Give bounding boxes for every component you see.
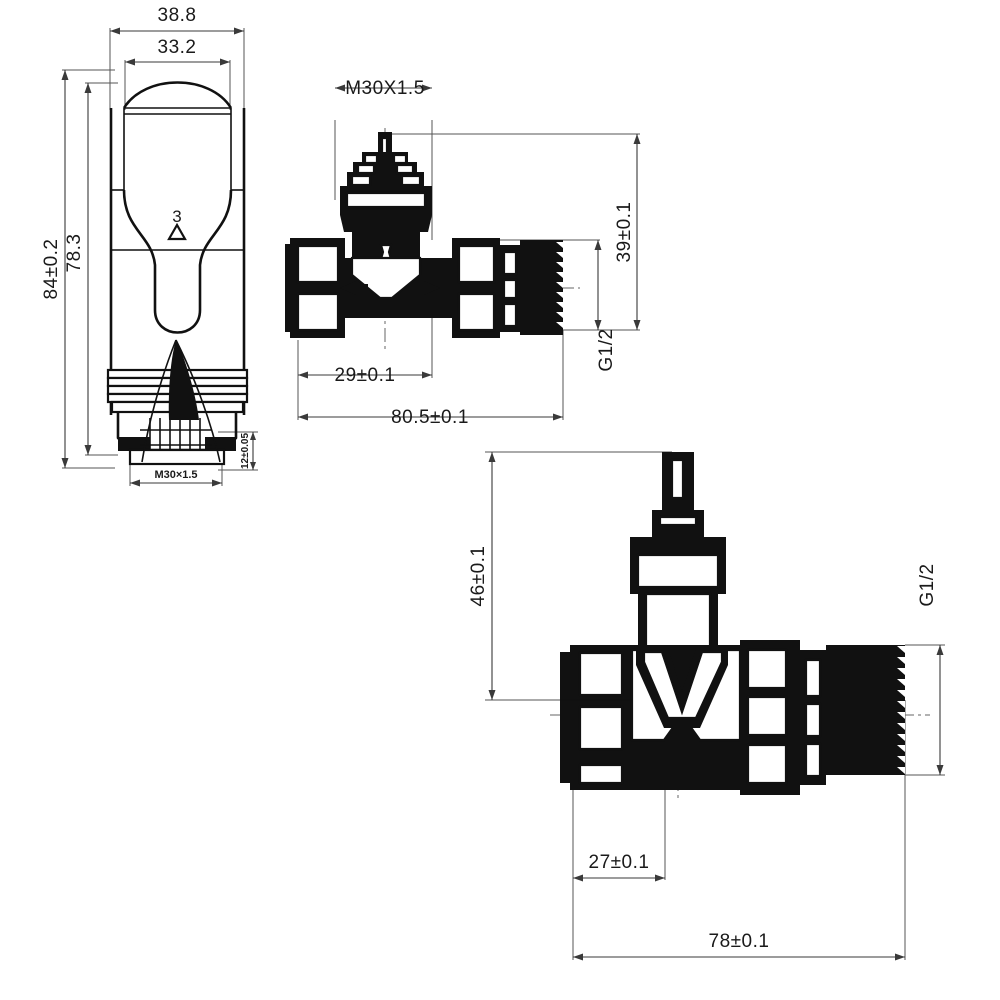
dimension-27: 27±0.1 xyxy=(573,852,665,882)
head-extension-lines xyxy=(62,28,258,486)
dimension-label-84: 84±0.2 xyxy=(41,239,62,300)
dimension-label-33-2: 33.2 xyxy=(158,37,197,58)
dimension-80-5: 80.5±0.1 xyxy=(298,407,563,428)
dimension-label-46: 46±0.1 xyxy=(468,546,489,607)
dimension-label-g12-valve: G1/2 xyxy=(596,328,617,371)
angled-valve-geometry xyxy=(560,452,905,795)
view-thermostatic-head: 38.8 33.2 84±0.2 78.3 M30×1. xyxy=(41,5,258,487)
dimension-84: 84±0.2 xyxy=(41,70,69,468)
dimension-label-27: 27±0.1 xyxy=(589,852,650,873)
dimension-g12-valve: G1/2 xyxy=(594,240,617,372)
dimension-label-39: 39±0.1 xyxy=(614,202,635,263)
dimension-label-38-8: 38.8 xyxy=(158,5,197,26)
dimension-33-2: 33.2 xyxy=(125,37,230,66)
dimension-label-12: 12±0.05 xyxy=(240,433,251,470)
dimension-m30x15-valve: M30X1.5 xyxy=(335,78,432,99)
dimension-m30x15-head: M30×1.5 xyxy=(130,469,222,487)
dimension-label-29: 29±0.1 xyxy=(335,365,396,386)
dimension-label-80-5: 80.5±0.1 xyxy=(391,407,469,428)
dimension-label-m30x15-head: M30×1.5 xyxy=(154,469,197,481)
dimension-39: 39±0.1 xyxy=(614,134,641,330)
dimension-46: 46±0.1 xyxy=(468,452,496,700)
dimension-label-78-3: 78.3 xyxy=(64,234,85,273)
view-straight-valve: M30X1.5 39±0.1 G1/2 29±0.1 8 xyxy=(285,78,641,428)
dimension-label-78: 78±0.1 xyxy=(709,931,770,952)
dimension-38-8: 38.8 xyxy=(110,5,244,35)
head-body-geometry: 3 xyxy=(106,81,249,466)
dimension-29: 29±0.1 xyxy=(298,365,432,386)
dimension-12: 12±0.05 xyxy=(240,432,256,470)
view-angled-valve: 46±0.1 G1/2 27±0.1 78±0.1 xyxy=(468,451,945,961)
dimension-label-m30x15-valve: M30X1.5 xyxy=(345,78,425,99)
dimension-78-3: 78.3 xyxy=(64,83,92,455)
dimension-label-g12-angled: G1/2 xyxy=(917,563,938,606)
dimension-78: 78±0.1 xyxy=(573,931,905,961)
roughness-label-3: 3 xyxy=(172,207,181,226)
dimension-g12-angled: G1/2 xyxy=(917,563,944,775)
straight-valve-geometry xyxy=(285,132,563,338)
